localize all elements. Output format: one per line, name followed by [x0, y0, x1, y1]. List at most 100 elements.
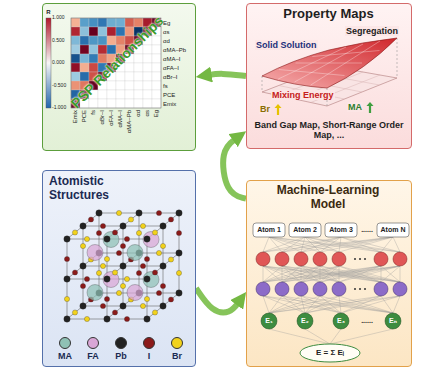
- figure-line: [262, 76, 263, 92]
- figure-rect: [89, 18, 98, 27]
- figure-rect: [143, 54, 152, 63]
- figure-circle: [96, 210, 102, 216]
- figure-circle: [160, 263, 166, 269]
- figure-circle: [176, 270, 181, 275]
- figure-rect: [98, 45, 107, 54]
- legend-text: Br: [172, 351, 182, 361]
- figure-rect: [71, 18, 80, 27]
- figure-circle: [168, 257, 173, 262]
- figure-rect: [143, 63, 152, 72]
- figure-circle: [104, 236, 110, 242]
- figure-circle: [393, 282, 407, 296]
- figure-circle: [72, 310, 77, 315]
- figure-circle: [116, 290, 121, 295]
- figure-circle: [87, 285, 103, 301]
- figure-label: Emix: [163, 100, 176, 107]
- figure-label: fs: [163, 82, 168, 89]
- figure-circle: [120, 303, 126, 309]
- figure-circle: [104, 276, 110, 282]
- figure-circle: [364, 258, 366, 260]
- figure-line: [269, 296, 400, 313]
- figure-rect: [134, 63, 143, 72]
- figure-circle: [96, 270, 101, 275]
- figure-circle: [385, 313, 401, 329]
- figure-rect: [116, 27, 125, 36]
- figure-rect: [89, 54, 98, 63]
- figure-line: [305, 237, 400, 252]
- figure-circle: [176, 250, 182, 256]
- figure-rect: [134, 99, 143, 108]
- legend-text: I: [148, 351, 151, 361]
- figure-line: [263, 266, 381, 282]
- figure-circle: [96, 230, 101, 235]
- figure-rect: [152, 63, 161, 72]
- figure-label: ......: [361, 226, 373, 234]
- figure-label: Eg: [153, 110, 160, 117]
- figure-line: [305, 329, 330, 344]
- figure-line: [305, 296, 381, 313]
- figure-circle: [156, 210, 161, 215]
- figure-rect: [107, 27, 116, 36]
- figure-circle: [116, 210, 121, 215]
- figure-rect: [80, 27, 89, 36]
- figure-circle: [354, 288, 356, 290]
- figure-rect: [98, 90, 107, 99]
- figure-circle: [156, 290, 161, 295]
- figure-line: [301, 266, 339, 282]
- figure-ellipse: [300, 344, 360, 362]
- figure-path: [367, 102, 374, 106]
- figure-rect: [325, 223, 357, 237]
- figure-line: [301, 266, 400, 282]
- figure-circle: [152, 270, 157, 275]
- figure-label: R: [46, 9, 50, 16]
- figure-label: E₁: [265, 317, 273, 325]
- figure-rect: [80, 54, 89, 63]
- figure-label: αBr–I: [99, 110, 106, 124]
- figure-circle: [374, 252, 388, 266]
- figure-label: Atom 1: [257, 226, 281, 234]
- figure-g: [253, 223, 409, 237]
- figure-rect: [89, 27, 98, 36]
- figure-label: Segregation: [345, 26, 399, 36]
- figure-rect: [125, 99, 134, 108]
- figure-rect: [116, 72, 125, 81]
- figure-circle: [140, 303, 145, 308]
- figure-circle: [294, 252, 308, 266]
- figure-circle: [313, 252, 327, 266]
- figure-circle: [72, 230, 77, 235]
- figure-label: 0.500: [52, 38, 65, 44]
- figure-rect: [152, 36, 161, 45]
- figure-line: [393, 296, 400, 313]
- figure-line: [282, 237, 393, 252]
- figure-label: αs: [163, 28, 169, 35]
- figure-line: [269, 237, 400, 252]
- figure-line: [381, 266, 400, 282]
- figure-line: [282, 296, 341, 313]
- figure-rect: [80, 45, 89, 54]
- figure-rect: [107, 18, 116, 27]
- figure-circle: [80, 243, 85, 248]
- figure-circle: [275, 252, 289, 266]
- figure-line: [341, 296, 400, 313]
- figure-circle: [127, 285, 143, 301]
- figure-label: αMA–I: [163, 55, 180, 62]
- figure-rect: [71, 27, 80, 36]
- figure-circle: [359, 258, 361, 260]
- figure-circle: [100, 303, 105, 308]
- figure-label: Atom 2: [293, 226, 317, 234]
- figure-label: Solid Solution: [255, 40, 318, 50]
- figure-circle: [120, 243, 125, 248]
- figure-rect: [89, 45, 98, 54]
- figure-line: [397, 38, 398, 78]
- figure-rect: [134, 72, 143, 81]
- figure-circle: [333, 313, 349, 329]
- figure-label: Atom N: [381, 226, 406, 234]
- figure-circle: [156, 250, 161, 255]
- figure-circle: [144, 276, 150, 282]
- figure-rect: [134, 54, 143, 63]
- figure-line: [269, 237, 381, 252]
- panel-title: Machine-Learning Model: [273, 184, 383, 212]
- figure-rect: [116, 99, 125, 108]
- figure-line: [263, 266, 264, 282]
- figure-rect: [116, 90, 125, 99]
